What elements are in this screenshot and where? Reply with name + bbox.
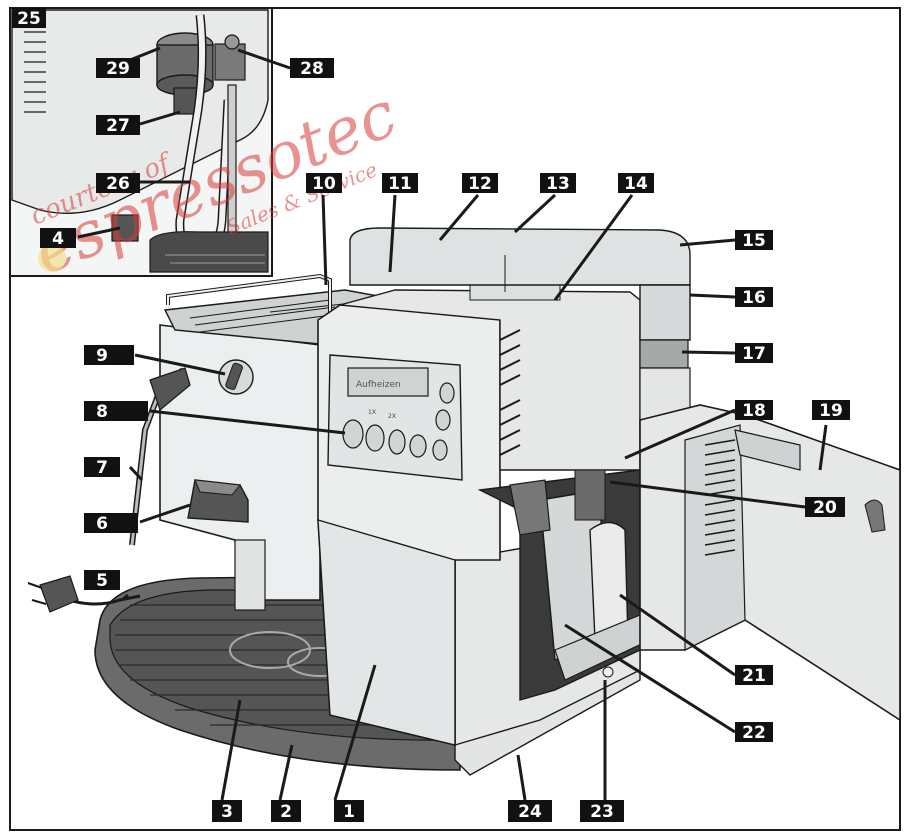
- container-16: [639, 284, 691, 341]
- svg-text:18: 18: [742, 401, 766, 421]
- display-text: Aufheizen: [356, 380, 401, 390]
- callout-5: 5: [84, 570, 120, 591]
- svg-text:29: 29: [106, 59, 130, 79]
- svg-text:6: 6: [96, 514, 108, 534]
- svg-text:4: 4: [52, 229, 64, 249]
- front-door: [317, 519, 456, 746]
- svg-text:26: 26: [106, 174, 130, 194]
- svg-text:3: 3: [221, 802, 233, 822]
- svg-text:22: 22: [742, 723, 766, 743]
- button-5: [432, 439, 448, 461]
- svg-text:9: 9: [96, 346, 108, 366]
- knob-28-cap: [224, 34, 240, 50]
- svg-text:16: 16: [742, 288, 766, 308]
- svg-text:28: 28: [300, 59, 324, 79]
- svg-text:24: 24: [518, 802, 542, 822]
- callout-19: 19: [812, 400, 850, 421]
- watermark-dot: [38, 244, 66, 272]
- ring-17: [639, 339, 689, 369]
- housing-vents: [499, 329, 521, 456]
- svg-text:15: 15: [742, 231, 766, 251]
- button-2x: [365, 424, 385, 452]
- callout-7: 7: [84, 457, 120, 478]
- display-screen: [347, 367, 429, 397]
- grounds-slot: [509, 479, 551, 536]
- callout-23: 23: [580, 800, 624, 822]
- callout-27: 27: [96, 115, 140, 136]
- rail-10-inner: [167, 274, 331, 340]
- svg-text:7: 7: [96, 458, 108, 478]
- callout-2: 2: [271, 800, 301, 822]
- callout-14: 14: [618, 173, 654, 194]
- button-steam: [435, 409, 451, 431]
- callout-26: 26: [96, 173, 140, 194]
- callout-18: 18: [735, 400, 773, 421]
- svg-text:11: 11: [388, 174, 412, 194]
- svg-text:14: 14: [624, 174, 648, 194]
- button-label-1x: 1X: [368, 409, 376, 416]
- svg-text:21: 21: [742, 666, 766, 686]
- callout-24: 24: [508, 800, 552, 822]
- power-plug: [39, 575, 79, 613]
- door-latch: [864, 499, 886, 533]
- svg-text:23: 23: [590, 802, 614, 822]
- inset-tray-grid: [165, 254, 265, 264]
- svg-text:12: 12: [468, 174, 492, 194]
- button-power: [439, 382, 455, 404]
- callout-16: 16: [735, 287, 773, 308]
- callout-22: 22: [735, 722, 773, 743]
- callout-6: 6: [84, 513, 138, 534]
- callout-17: 17: [735, 343, 773, 364]
- bean-container-lid: [349, 227, 691, 286]
- svg-text:1: 1: [343, 802, 355, 822]
- callout-12: 12: [462, 173, 498, 194]
- callout-labels: 1 2 3 4 5 6 7 8 9 10 11 12 13 14 15 16 1…: [12, 8, 850, 822]
- machine: Aufheizen 1X 2X: [27, 227, 901, 776]
- svg-text:5: 5: [96, 571, 108, 591]
- callout-25: 25: [12, 8, 46, 29]
- callout-9: 9: [84, 345, 134, 366]
- knob-9-grip: [225, 362, 243, 390]
- svg-text:13: 13: [546, 174, 570, 194]
- callout-4: 4: [40, 228, 76, 249]
- button-1x: [342, 419, 364, 449]
- callout-13: 13: [540, 173, 576, 194]
- door-vents: [704, 439, 736, 556]
- button-3: [388, 429, 406, 455]
- callout-21: 21: [735, 665, 773, 686]
- inset-tray: [149, 231, 269, 273]
- cup-ring-1: [229, 631, 311, 669]
- left-leg: [234, 539, 266, 611]
- brew-grip-20: [574, 469, 606, 521]
- svg-text:17: 17: [742, 344, 766, 364]
- plug-pin-1: [27, 582, 43, 589]
- plug-pin-2: [31, 599, 47, 605]
- callout-11: 11: [382, 173, 418, 194]
- callout-20: 20: [805, 497, 845, 518]
- coffee-spout-top: [194, 479, 241, 496]
- svg-text:8: 8: [96, 402, 108, 422]
- svg-text:25: 25: [17, 9, 41, 29]
- top-lid-14: [469, 284, 561, 301]
- door-hinge-bracket: [734, 429, 801, 471]
- drawer-knob: [602, 666, 614, 678]
- callout-1: 1: [334, 800, 364, 822]
- svg-text:2: 2: [280, 802, 292, 822]
- callout-3: 3: [212, 800, 242, 822]
- svg-text:27: 27: [106, 116, 130, 136]
- svg-text:20: 20: [813, 498, 837, 518]
- callout-15: 15: [735, 230, 773, 251]
- service-door-inner: [684, 424, 746, 651]
- callout-10: 10: [306, 173, 342, 194]
- svg-text:10: 10: [312, 174, 336, 194]
- callout-28: 28: [290, 58, 334, 79]
- callout-29: 29: [96, 58, 140, 79]
- callout-8: 8: [84, 401, 148, 422]
- svg-text:19: 19: [819, 401, 843, 421]
- button-4: [409, 434, 427, 458]
- steam-nozzle-head: [149, 367, 191, 412]
- button-label-2x: 2X: [388, 413, 396, 420]
